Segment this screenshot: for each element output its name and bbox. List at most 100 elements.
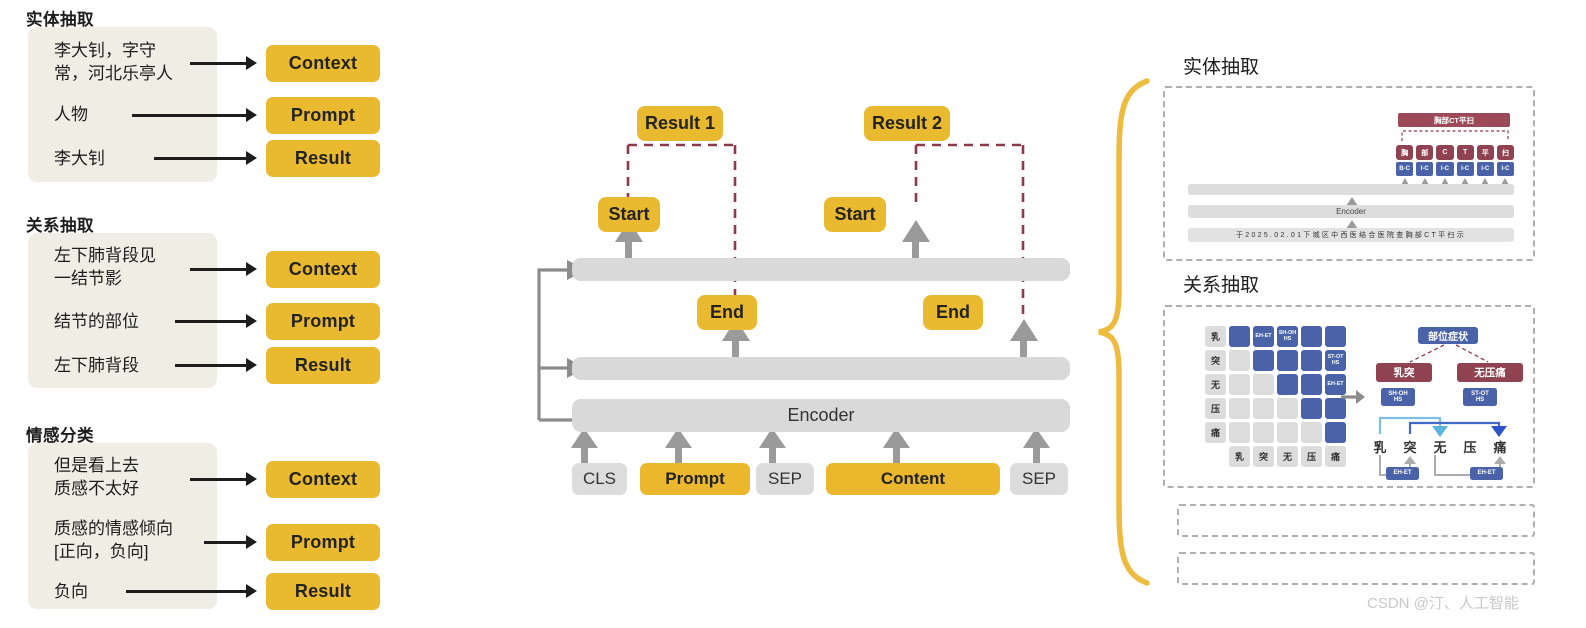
- entity-token: C: [1436, 145, 1454, 160]
- curly-brace: [1098, 78, 1150, 586]
- placeholder-box-2: [1177, 552, 1535, 585]
- encoder-label: Encoder: [787, 405, 855, 425]
- input-token-sep-2[interactable]: SEP: [1010, 463, 1068, 495]
- relation-char: 乳: [1373, 439, 1387, 455]
- arrow-head: [246, 535, 257, 549]
- watermark: CSDN @汀、人工智能: [1367, 595, 1519, 612]
- entity-encoder-label: Encoder: [1336, 207, 1366, 216]
- entity-token: 部: [1416, 145, 1434, 160]
- section-title-entity-extraction: 实体抽取: [26, 11, 94, 29]
- arrow-line: [190, 62, 248, 65]
- example-result-text-3: 负向: [54, 582, 88, 601]
- relation-char: 无: [1433, 439, 1447, 455]
- tag-box-prompt-3[interactable]: Prompt: [266, 524, 380, 561]
- encoder-block: Encoder: [572, 399, 1070, 432]
- matrix-cell: [1229, 422, 1250, 443]
- relation-example-box: [1163, 305, 1535, 488]
- section-title-sentiment-classification: 情感分类: [26, 427, 94, 445]
- matrix-cell: [1277, 398, 1298, 419]
- arrow-head: [246, 584, 257, 598]
- arrow-head: [246, 358, 257, 372]
- arrow-head: [246, 472, 257, 486]
- entity-input-sequence: 于2025.02.01下城区中西医结合医院查胸部CT平扫示: [1188, 228, 1514, 242]
- tag-box-context-3[interactable]: Context: [266, 461, 380, 498]
- example-panel-entity: [28, 27, 217, 182]
- tag-box-result-3[interactable]: Result: [266, 573, 380, 610]
- entity-token: T: [1456, 145, 1474, 160]
- example-context-text-1: 李大钊，字守 常，河北乐亭人: [54, 41, 173, 83]
- placeholder-box-1: [1177, 504, 1535, 537]
- entity-tag-row: B-C I-C I-C I-C I-C I-C: [1396, 162, 1515, 176]
- right-title-entity-extraction: 实体抽取: [1183, 57, 1260, 78]
- relation-matrix: 乳 EH-ET SH-OH HS 突 ST-OT HS 无 EH-ET 压: [1205, 326, 1346, 467]
- entity-bio-tag: I-C: [1436, 162, 1454, 176]
- right-title-relation-extraction: 关系抽取: [1183, 275, 1260, 296]
- matrix-cell: [1253, 350, 1274, 371]
- matrix-cell: [1229, 398, 1250, 419]
- arrow-line: [175, 320, 248, 323]
- model-architecture-connectors: [537, 143, 1050, 467]
- hidden-layer-bar-start: [572, 258, 1070, 281]
- matrix-cell: [1325, 326, 1346, 347]
- relation-entity-1: 乳突: [1376, 363, 1432, 382]
- section-title-relation-extraction: 关系抽取: [26, 217, 94, 235]
- input-token-cls[interactable]: CLS: [572, 463, 627, 495]
- start-box-1[interactable]: Start: [598, 197, 660, 232]
- arrow-line: [154, 157, 248, 160]
- arrow-head: [246, 314, 257, 328]
- tag-box-context-2[interactable]: Context: [266, 251, 380, 288]
- matrix-col-label: 无: [1277, 446, 1298, 467]
- end-box-2[interactable]: End: [923, 295, 983, 330]
- matrix-cell: [1301, 350, 1322, 371]
- matrix-cell: [1253, 398, 1274, 419]
- entity-tag-arrows: [1401, 178, 1509, 185]
- entity-encoder-arrow: [1346, 197, 1358, 206]
- matrix-cell: EH-ET: [1325, 374, 1346, 395]
- tag-box-result-1[interactable]: Result: [266, 140, 380, 177]
- relation-char: 压: [1463, 439, 1477, 455]
- entity-bio-tag: B-C: [1396, 162, 1414, 176]
- end-box-1[interactable]: End: [697, 295, 757, 330]
- matrix-cell: EH-ET: [1253, 326, 1274, 347]
- relation-root-node: 部位症状: [1418, 327, 1478, 344]
- example-prompt-text-1: 人物: [54, 105, 88, 124]
- example-prompt-text-2: 结节的部位: [54, 312, 139, 331]
- arrow-head: [246, 262, 257, 276]
- input-token-prompt[interactable]: Prompt: [640, 463, 750, 495]
- entity-bio-tag: I-C: [1456, 162, 1474, 176]
- start-box-2[interactable]: Start: [824, 197, 886, 232]
- matrix-cell: [1277, 350, 1298, 371]
- entity-input-arrow: [1346, 220, 1358, 229]
- tag-box-prompt-1[interactable]: Prompt: [266, 97, 380, 134]
- result-box-2[interactable]: Result 2: [864, 106, 950, 141]
- relation-tail-badge-1: EH-ET: [1386, 467, 1419, 480]
- input-token-sep-1[interactable]: SEP: [756, 463, 814, 495]
- matrix-row-label: 压: [1205, 398, 1226, 419]
- arrow-head: [246, 56, 257, 70]
- matrix-cell: [1301, 422, 1322, 443]
- input-token-content[interactable]: Content: [826, 463, 1000, 495]
- matrix-cell: [1229, 374, 1250, 395]
- relation-transform-arrow: [1341, 390, 1365, 404]
- entity-token: 胸: [1396, 145, 1414, 160]
- arrow-line: [190, 478, 248, 481]
- result-box-1[interactable]: Result 1: [637, 106, 723, 141]
- matrix-cell: ST-OT HS: [1325, 350, 1346, 371]
- matrix-col-label: 压: [1301, 446, 1322, 467]
- matrix-cell: [1325, 398, 1346, 419]
- example-prompt-text-3: 质感的情感倾向 [正向，负向]: [54, 519, 173, 561]
- matrix-cell: [1325, 422, 1346, 443]
- example-context-text-2: 左下肺背段见 一结节影: [54, 246, 156, 288]
- relation-entity-2: 无压痛: [1457, 363, 1523, 382]
- matrix-row-label: 乳: [1205, 326, 1226, 347]
- tag-box-context-1[interactable]: Context: [266, 45, 380, 82]
- tag-box-result-2[interactable]: Result: [266, 347, 380, 384]
- matrix-row-label: 无: [1205, 374, 1226, 395]
- entity-span-connector: [1401, 130, 1509, 141]
- entity-encoder-block: Encoder: [1188, 205, 1514, 218]
- relation-link-lines: [1378, 416, 1507, 437]
- arrow-line: [126, 590, 248, 593]
- matrix-cell: [1229, 350, 1250, 371]
- tag-box-prompt-2[interactable]: Prompt: [266, 303, 380, 340]
- example-panel-relation: [28, 233, 217, 388]
